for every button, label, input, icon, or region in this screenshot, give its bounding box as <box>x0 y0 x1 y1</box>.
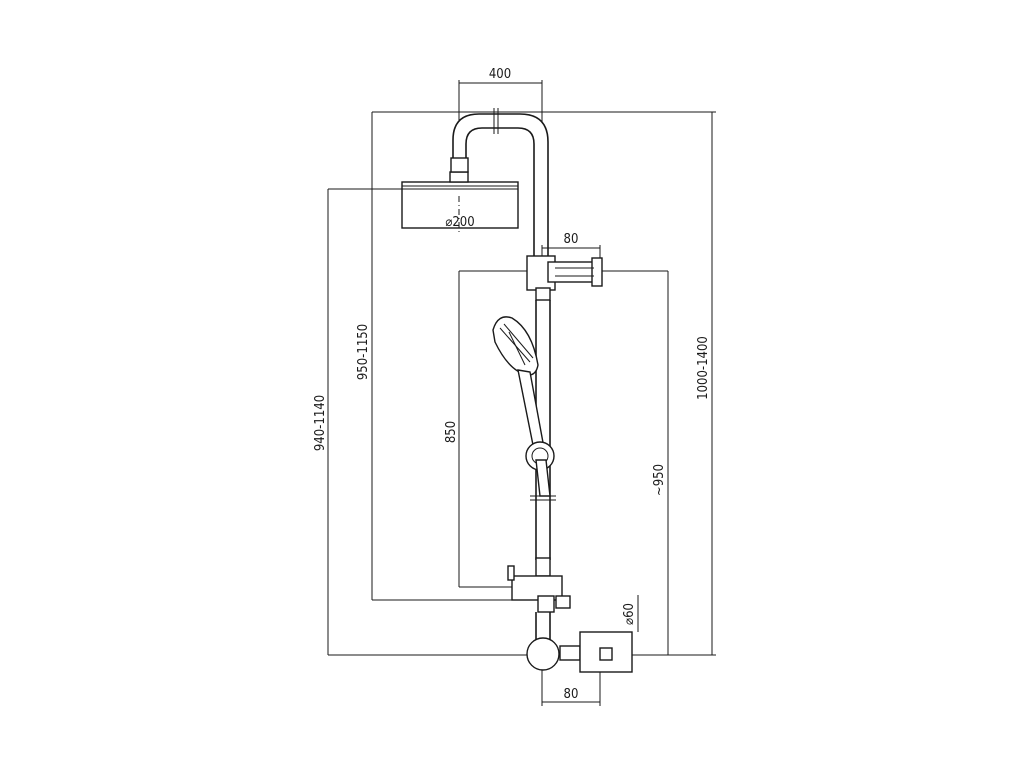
dimension-1000-1400: 1000-1400 <box>372 111 716 655</box>
shower-arm <box>450 108 549 258</box>
dim-label-80-top: 80 <box>564 232 579 247</box>
dimension-80-top: 80 <box>541 232 601 262</box>
dimension-940-1140: 940-1140 <box>313 188 402 655</box>
slide-holder <box>525 441 555 497</box>
dimension-950: ~950 <box>600 270 669 655</box>
dimension-diameter-60: ⌀60 <box>622 595 639 632</box>
dim-label-diameter-60: ⌀60 <box>622 603 637 625</box>
hand-shower <box>492 316 545 451</box>
dimension-400: 400 <box>458 67 543 122</box>
dim-label-850: 850 <box>444 421 459 443</box>
mixer-body <box>507 557 633 673</box>
dim-label-80-bottom: 80 <box>564 687 579 702</box>
dim-label-950-1150: 950-1150 <box>356 324 371 380</box>
dim-label-400: 400 <box>489 67 511 82</box>
dim-label-950: ~950 <box>652 464 667 496</box>
dim-label-1000-1400: 1000-1400 <box>696 336 711 400</box>
top-bracket <box>526 255 603 301</box>
dim-label-940-1140: 940-1140 <box>313 395 328 451</box>
shower-head: ⌀200 <box>401 171 519 232</box>
dimension-850: 850 <box>444 270 530 588</box>
dim-label-diameter-200: ⌀200 <box>445 215 474 230</box>
dimension-950-1150: 950-1150 <box>356 112 535 601</box>
